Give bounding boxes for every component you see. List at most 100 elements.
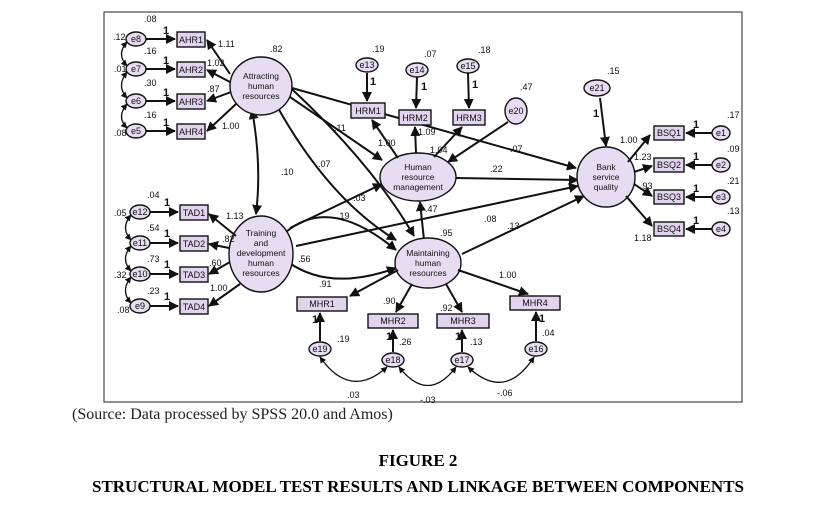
disturbance-e21: e21 <box>583 79 611 97</box>
svg-text:.08: .08 <box>117 305 130 315</box>
svg-text:e4: e4 <box>716 224 726 234</box>
path-tad-to-mhr-low <box>287 261 397 280</box>
svg-text:.09: .09 <box>727 144 740 154</box>
svg-text:1: 1 <box>693 183 699 195</box>
svg-text:.18: .18 <box>478 45 491 55</box>
svg-text:1: 1 <box>693 119 699 131</box>
svg-text:.08: .08 <box>114 128 127 138</box>
svg-text:e14: e14 <box>409 65 424 75</box>
svg-text:e3: e3 <box>716 192 726 202</box>
indicator-bsq3: BSQ3 <box>657 192 681 202</box>
svg-text:.95: .95 <box>440 228 453 238</box>
path-e20-to-hrm <box>447 121 509 163</box>
estimate-labels: .08 .16 .30 .16 .12 .01 .08 1.11 1.02 .8… <box>113 14 740 405</box>
svg-text:e20: e20 <box>508 106 523 116</box>
svg-text:e19: e19 <box>312 344 327 354</box>
structural-paths <box>248 79 610 280</box>
svg-text:1: 1 <box>164 228 170 240</box>
svg-text:e16: e16 <box>528 344 543 354</box>
svg-text:.82: .82 <box>222 234 235 244</box>
svg-text:-.03: -.03 <box>420 395 436 405</box>
svg-text:.13: .13 <box>727 206 740 216</box>
svg-text:1: 1 <box>312 314 318 326</box>
indicator-ahr2: AHR2 <box>179 65 203 75</box>
hrm-indicators: HRM1 HRM2 HRM3 e13 e14 e15 1 1 1 <box>350 57 486 159</box>
svg-text:1.11: 1.11 <box>218 39 235 49</box>
svg-text:e2: e2 <box>716 160 726 170</box>
svg-text:.73: .73 <box>147 254 160 264</box>
indicator-tad1: TAD1 <box>183 208 205 218</box>
ahr-indicators: AHR1 AHR2 AHR3 AHR4 e8 e7 e6 e5 1 1 1 1 <box>120 25 237 140</box>
svg-text:1: 1 <box>693 151 699 163</box>
svg-text:.60: .60 <box>209 258 222 268</box>
bsq-indicators: BSQ1 BSQ2 BSQ3 BSQ4 e1 e2 e3 e4 1 1 1 1 <box>625 119 731 237</box>
svg-text:.19: .19 <box>372 44 385 54</box>
indicator-bsq4: BSQ4 <box>657 224 681 234</box>
svg-text:e10: e10 <box>132 269 147 279</box>
svg-text:e12: e12 <box>132 207 147 217</box>
svg-text:.30: .30 <box>144 78 157 88</box>
figure-title: STRUCTURAL MODEL TEST RESULTS AND LINKAG… <box>92 477 744 496</box>
svg-text:1: 1 <box>472 79 478 91</box>
svg-text:.08: .08 <box>484 214 497 224</box>
indicator-bsq1: BSQ1 <box>657 128 681 138</box>
svg-text:1: 1 <box>421 81 427 93</box>
indicator-ahr3: AHR3 <box>179 97 203 107</box>
svg-text:.16: .16 <box>144 46 157 56</box>
svg-text:.93: .93 <box>640 181 653 191</box>
svg-text:-.06: -.06 <box>497 388 513 398</box>
svg-text:e9: e9 <box>135 301 145 311</box>
svg-text:e5: e5 <box>131 126 141 136</box>
svg-text:e11: e11 <box>133 238 147 248</box>
indicator-mhr1: MHR1 <box>309 299 335 309</box>
svg-text:.05: .05 <box>114 208 127 218</box>
tad-indicators: TAD1 TAD2 TAD3 TAD4 e12 e11 e10 e9 1 1 1… <box>124 197 241 315</box>
path-mhr-to-bsq <box>461 195 585 255</box>
svg-text:.11: .11 <box>334 123 346 133</box>
svg-text:.15: .15 <box>607 66 620 76</box>
svg-text:.54: .54 <box>147 223 160 233</box>
indicator-tad3: TAD3 <box>183 270 205 280</box>
svg-text:1.00: 1.00 <box>499 270 517 280</box>
svg-text:1: 1 <box>539 313 545 325</box>
svg-text:.08: .08 <box>144 14 157 24</box>
indicator-hrm1: HRM1 <box>355 106 381 116</box>
svg-text:1.13: 1.13 <box>226 211 244 221</box>
svg-text:.07: .07 <box>424 49 437 59</box>
svg-text:e6: e6 <box>131 96 141 106</box>
svg-text:.07: .07 <box>318 159 331 169</box>
svg-text:.13: .13 <box>507 221 520 231</box>
indicator-mhr3: MHR3 <box>450 316 476 326</box>
svg-text:.10: .10 <box>281 167 294 177</box>
svg-text:.04: .04 <box>542 328 555 338</box>
path-mhr-to-hrm <box>415 201 426 241</box>
svg-text:.92: .92 <box>440 303 453 313</box>
indicator-tad2: TAD2 <box>183 239 205 249</box>
svg-text:1.04: 1.04 <box>430 145 448 155</box>
svg-text:1.02: 1.02 <box>207 58 225 68</box>
svg-text:1: 1 <box>164 197 170 209</box>
svg-text:1.23: 1.23 <box>634 152 652 162</box>
cov-ahr-tad <box>248 109 263 215</box>
svg-text:.87: .87 <box>207 84 220 94</box>
svg-text:e21: e21 <box>589 83 604 93</box>
svg-text:.91: .91 <box>319 279 332 289</box>
svg-text:e13: e13 <box>359 60 374 70</box>
svg-text:.19: .19 <box>337 211 350 221</box>
indicator-bsq2: BSQ2 <box>657 160 681 170</box>
indicator-ahr4: AHR4 <box>179 127 203 137</box>
svg-text:.21: .21 <box>727 176 740 186</box>
svg-text:1: 1 <box>164 259 170 271</box>
svg-text:1: 1 <box>164 291 170 303</box>
svg-text:.07: .07 <box>510 144 523 154</box>
svg-text:.12: .12 <box>113 32 126 42</box>
svg-text:1: 1 <box>163 87 169 99</box>
svg-text:1.00: 1.00 <box>210 283 228 293</box>
path-e21-to-bsq <box>599 97 610 147</box>
mhr-indicators: MHR1 MHR2 MHR3 MHR4 e19 e18 e17 e16 1 1 … <box>296 269 561 387</box>
